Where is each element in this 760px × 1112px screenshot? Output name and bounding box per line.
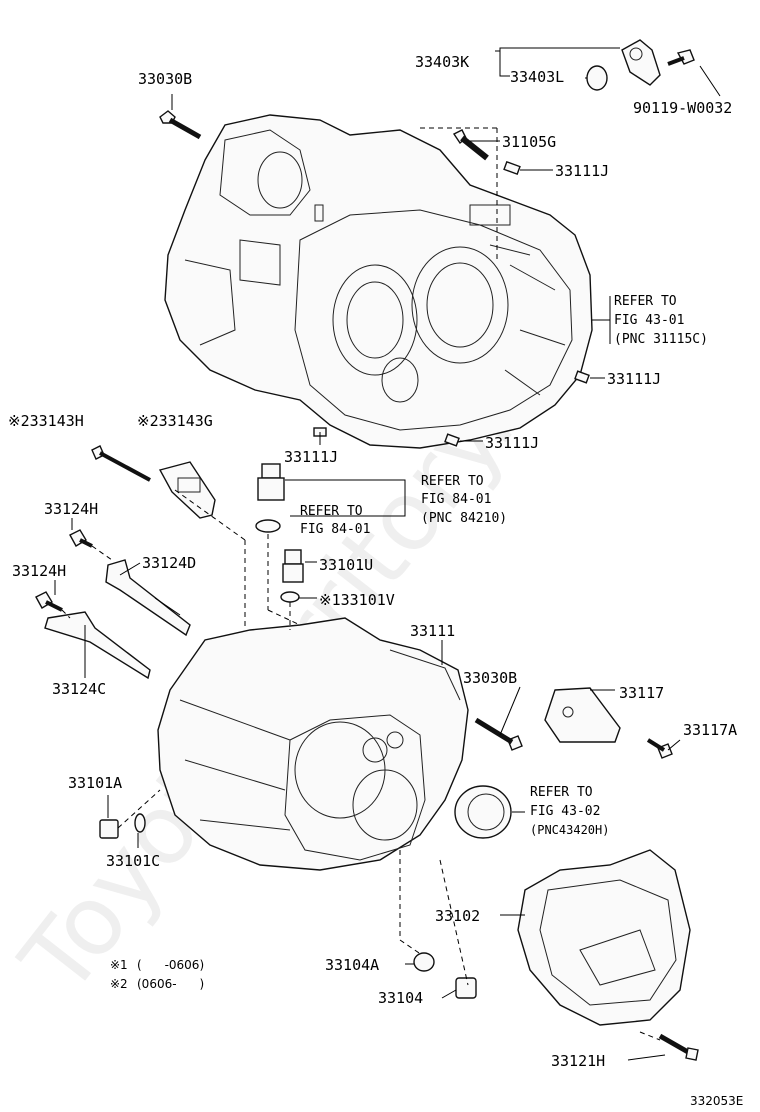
- label-33143G[interactable]: ※233143G: [137, 412, 213, 430]
- bolt-90119[interactable]: [667, 49, 695, 66]
- switch-assembly[interactable]: [255, 463, 285, 533]
- bolt-33121H[interactable]: [658, 1033, 699, 1061]
- label-33102[interactable]: 33102: [435, 907, 480, 925]
- leader-lines: [54, 47, 721, 1061]
- pin-33111J-a[interactable]: [503, 160, 521, 176]
- label-33121H[interactable]: 33121H: [551, 1052, 605, 1070]
- bracket-33403K[interactable]: [621, 39, 661, 86]
- label-33117[interactable]: 33117: [619, 684, 664, 702]
- footnotes: ※1 ( -0606) ※2 (0606- ): [110, 958, 204, 991]
- bolt-33030B-mid[interactable]: [474, 717, 523, 751]
- lever-33124C[interactable]: [44, 611, 151, 680]
- gasket-33101V[interactable]: [280, 591, 300, 603]
- plug-33101U[interactable]: [282, 549, 304, 583]
- label-33124C[interactable]: 33124C: [52, 680, 106, 698]
- bolt-33030B-top[interactable]: [159, 110, 202, 140]
- bracket-33117[interactable]: [544, 687, 621, 743]
- plug-33101A[interactable]: [99, 819, 119, 839]
- pin-33111J-c[interactable]: [444, 433, 460, 447]
- label-33111J-a[interactable]: 33111J: [555, 162, 609, 180]
- ref2-line1: REFER TO: [421, 474, 484, 489]
- label-33101C[interactable]: 33101C: [106, 852, 160, 870]
- label-33124D[interactable]: 33124D: [142, 554, 196, 572]
- label-33101U[interactable]: 33101U: [319, 556, 373, 574]
- note2-mark: ※2: [110, 977, 128, 991]
- ref1-line3: (PNC 31115C): [614, 332, 708, 347]
- label-33111J-b[interactable]: 33111J: [607, 370, 661, 388]
- oil-seal[interactable]: [454, 785, 512, 839]
- pin-33111J-b[interactable]: [574, 370, 590, 384]
- bolt-33117A[interactable]: [646, 738, 673, 759]
- bolt-33124H-b[interactable]: [35, 591, 63, 612]
- part-labels: 33030B 33403K 33403L 90119-W0032 31105G …: [8, 53, 737, 1070]
- bolt-33143H[interactable]: [91, 445, 151, 482]
- label-33124H-b[interactable]: 33124H: [12, 562, 66, 580]
- ref2-line3: (PNC 84210): [421, 511, 507, 526]
- ref4-line3: (PNC43420H): [530, 823, 609, 837]
- ref3-line2: FIG 84-01: [300, 522, 370, 537]
- label-33104A[interactable]: 33104A: [325, 956, 379, 974]
- reference-notes: REFER TO FIG 43-01 (PNC 31115C) REFER TO…: [300, 294, 708, 837]
- label-31105G[interactable]: 31105G: [502, 133, 556, 151]
- label-33111[interactable]: 33111: [410, 622, 455, 640]
- ref3-line1: REFER TO: [300, 504, 363, 519]
- label-33124H-a[interactable]: 33124H: [44, 500, 98, 518]
- label-33403K[interactable]: 33403K: [415, 53, 469, 71]
- label-33101A[interactable]: 33101A: [68, 774, 122, 792]
- bolt-33124H-a[interactable]: [69, 529, 93, 548]
- image-code: 332053E: [690, 1094, 743, 1108]
- gasket-33101C[interactable]: [134, 813, 146, 833]
- ref2-line2: FIG 84-01: [421, 492, 491, 507]
- label-33143H[interactable]: ※233143H: [8, 412, 84, 430]
- label-33111J-d[interactable]: 33111J: [284, 448, 338, 466]
- transaxle-case-33111[interactable]: [157, 617, 469, 871]
- label-33403L[interactable]: 33403L: [510, 68, 564, 86]
- label-33030B-mid[interactable]: 33030B: [463, 669, 517, 687]
- note2-range: (0606- ): [137, 977, 204, 991]
- note1-mark: ※1: [110, 958, 128, 972]
- cover-33102[interactable]: [517, 849, 691, 1026]
- label-90119-W0032[interactable]: 90119-W0032: [633, 99, 732, 117]
- label-33104[interactable]: 33104: [378, 989, 423, 1007]
- label-33101V[interactable]: ※133101V: [319, 591, 395, 609]
- ref4-line2: FIG 43-02: [530, 804, 600, 819]
- ref1-line1: REFER TO: [614, 294, 677, 309]
- label-33117A[interactable]: 33117A: [683, 721, 737, 739]
- plate-33124D[interactable]: [105, 559, 191, 637]
- plug-33104[interactable]: [455, 977, 477, 999]
- transaxle-housing[interactable]: [164, 114, 593, 449]
- bolt-31105G[interactable]: [452, 129, 489, 161]
- label-33030B-top[interactable]: 33030B: [138, 70, 192, 88]
- oring-33403L[interactable]: [586, 65, 608, 91]
- bracket-33143G[interactable]: [158, 461, 216, 519]
- ref4-line1: REFER TO: [530, 785, 593, 800]
- ref1-line2: FIG 43-01: [614, 313, 684, 328]
- gasket-33104A[interactable]: [413, 952, 435, 972]
- label-33111J-c[interactable]: 33111J: [485, 434, 539, 452]
- note1-range: ( -0606): [137, 958, 204, 972]
